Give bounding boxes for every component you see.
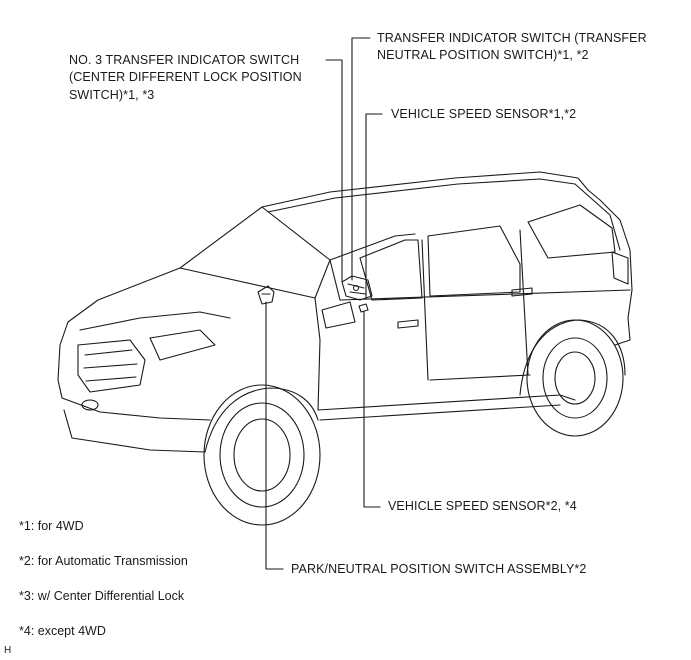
transfer-switch-cluster [341, 275, 373, 301]
park-neutral-switch-part [257, 285, 275, 305]
leader-lines [265, 37, 383, 570]
park-neutral-label: PARK/NEUTRAL POSITION SWITCH ASSEMBLY*2 [291, 562, 587, 576]
vehicle-speed-sensor-part [358, 303, 369, 313]
leader-vss-2-4 [363, 311, 381, 508]
front-wheel [203, 384, 321, 526]
footnote-1: *1: for 4WD [19, 519, 84, 533]
transfer-indicator-label-line2: NEUTRAL POSITION SWITCH)*1, *2 [377, 48, 589, 62]
vehicle-body [57, 171, 633, 453]
leader-no3-transfer [325, 59, 343, 283]
no3-transfer-label-line3: SWITCH)*1, *3 [69, 88, 155, 102]
vss-2-4-label: VEHICLE SPEED SENSOR*2, *4 [388, 499, 577, 513]
transfer-indicator-label-line1: TRANSFER INDICATOR SWITCH (TRANSFER [377, 31, 647, 45]
leader-transfer-indicator [351, 37, 371, 281]
footnote-2: *2: for Automatic Transmission [19, 554, 188, 568]
vss-1-2-label: VEHICLE SPEED SENSOR*1,*2 [391, 107, 577, 121]
leader-vss-1-2 [365, 113, 383, 299]
footnote-3: *3: w/ Center Differential Lock [19, 589, 185, 603]
footnote-4: *4: except 4WD [19, 624, 106, 638]
corner-mark: H [4, 645, 12, 656]
leader-park-neutral [265, 301, 284, 570]
no3-transfer-label-line2: (CENTER DIFFERENT LOCK POSITION [69, 70, 302, 84]
no3-transfer-label-line1: NO. 3 TRANSFER INDICATOR SWITCH [69, 53, 300, 67]
rear-wheel [519, 319, 626, 437]
